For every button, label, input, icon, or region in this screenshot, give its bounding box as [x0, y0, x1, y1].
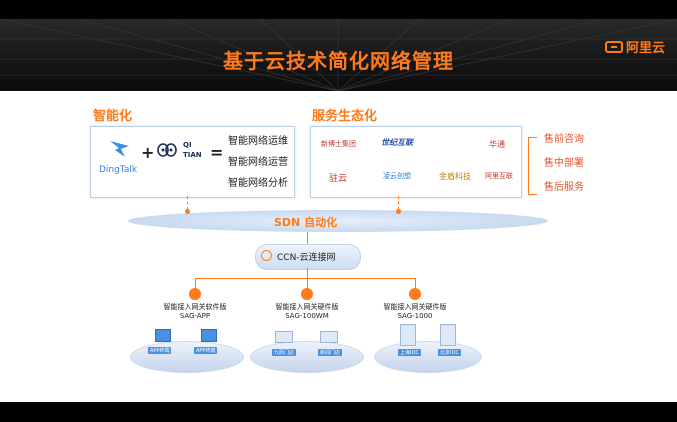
node-sag-100wm-title: 智能接入网关硬件版 [275, 303, 339, 311]
node-sag-100wm-plate [250, 341, 364, 373]
ccn-down-line [307, 268, 308, 278]
equals-sign: = [210, 143, 224, 162]
branch-left [195, 278, 196, 288]
node-sag-app-tag-2: APP终端 [194, 347, 218, 354]
slide: 基于云技术简化网络管理 阿里云 智能化 DingTalk + QI TIAN =… [0, 19, 677, 402]
branch-right [415, 278, 416, 288]
partner-logo-2: 世纪互联 [381, 138, 413, 147]
partner-logo-5: 凌云创想 [383, 172, 411, 180]
qitian-label-2: TIAN [183, 151, 202, 159]
ecosystem-box: 新博士集团 世纪互联 华通 驻云 凌云创想 金盾科技 阿里互联 [310, 126, 522, 198]
store-icon [275, 331, 293, 343]
aliyun-logo: 阿里云 [604, 37, 665, 56]
store-icon [320, 331, 338, 343]
service-presales: 售前咨询 [544, 134, 584, 145]
node-sag-100wm-tag-1: 九阳门店 [272, 349, 297, 356]
sdn-dot-right [396, 209, 401, 214]
service-aftersales: 售后服务 [544, 182, 584, 193]
qitian-icon [157, 143, 177, 157]
plus-sign: + [141, 143, 155, 162]
node-sag-1000-tag-2: 北京IDC [438, 349, 461, 356]
node-sag-100wm-tag-2: 新闻门店 [318, 349, 343, 356]
sdn-ccn-line [307, 232, 308, 246]
capability-analysis: 智能网络分析 [228, 178, 288, 189]
logo-text: 阿里云 [625, 41, 665, 56]
partner-logo-3: 华通 [489, 140, 505, 149]
laptop-icon [155, 329, 171, 342]
dingtalk-label: DingTalk [99, 165, 138, 175]
branch-line [195, 278, 415, 279]
qitian-label-1: QI [183, 141, 192, 149]
intelligent-box: DingTalk + QI TIAN = [90, 126, 295, 198]
partner-logo-1: 新博士集团 [321, 140, 356, 148]
service-deployment: 售中部署 [544, 158, 584, 169]
node-sag-app-plate [130, 341, 244, 373]
partner-logo-4: 驻云 [329, 174, 348, 184]
ccn-icon [261, 250, 272, 261]
node-sag-app-model: SAG-APP [179, 312, 211, 320]
ccn-pill [255, 244, 361, 270]
ccn-label: CCN-云连接网 [277, 253, 336, 263]
dashed-connector-right [398, 196, 399, 210]
sdn-dot-left [185, 209, 190, 214]
node-sag-1000-tag-1: 上海IDC [398, 349, 421, 356]
sdn-ellipse [128, 210, 548, 232]
intelligent-heading: 智能化 [93, 109, 133, 124]
sag-1000-icon [409, 288, 421, 300]
node-sag-100wm-model: SAG-100WM [285, 312, 329, 320]
sag-app-icon [189, 288, 201, 300]
node-sag-1000-title: 智能接入网关硬件版 [383, 303, 447, 311]
ecosystem-heading: 服务生态化 [312, 109, 378, 124]
laptop-icon [201, 329, 217, 342]
branch-mid [307, 278, 308, 288]
server-icon [400, 324, 416, 346]
dashed-connector-left [187, 196, 188, 210]
node-sag-app-tag-1: APP终端 [148, 347, 172, 354]
node-sag-app-title: 智能接入网关软件版 [163, 303, 227, 311]
dingtalk-icon [110, 141, 129, 157]
aliyun-logo-icon [604, 40, 623, 53]
capability-ops: 智能网络运维 [228, 136, 288, 147]
capability-operation: 智能网络运营 [228, 157, 288, 168]
partner-logo-7: 阿里互联 [485, 172, 513, 180]
sag-100wm-icon [301, 288, 313, 300]
node-sag-1000-model: SAG-1000 [397, 312, 433, 320]
page-title: 基于云技术简化网络管理 [223, 49, 454, 73]
title-banner: 基于云技术简化网络管理 阿里云 [0, 19, 677, 91]
partner-logo-6: 金盾科技 [439, 172, 471, 181]
server-icon [440, 324, 456, 346]
node-sag-1000-plate [374, 341, 482, 373]
sdn-label: SDN 自动化 [274, 216, 338, 229]
services-bracket [528, 137, 537, 195]
